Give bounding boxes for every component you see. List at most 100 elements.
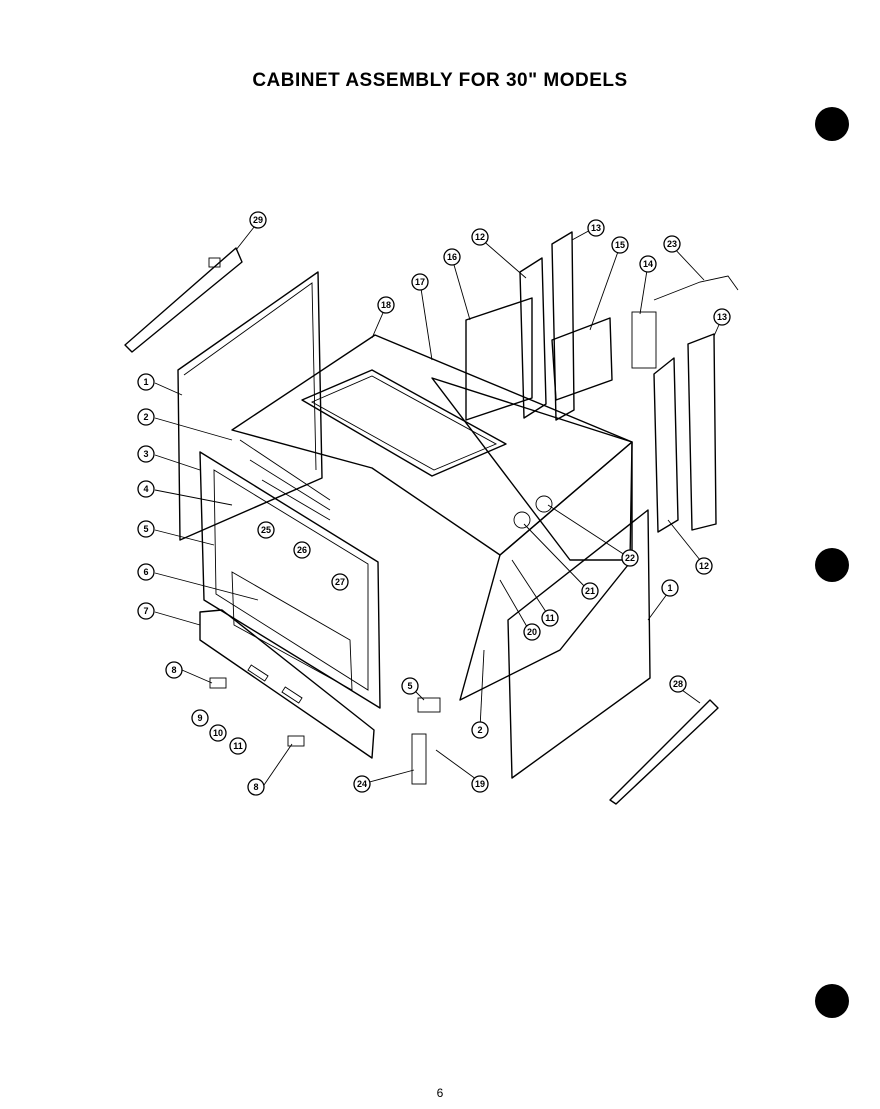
callout-circle	[377, 296, 395, 314]
callout-circle	[523, 623, 541, 641]
rear-channel-right	[653, 357, 679, 533]
callout-circle	[411, 273, 429, 291]
callout-label: 29	[253, 215, 263, 225]
callout-label: 8	[253, 782, 258, 792]
callout-label: 5	[407, 681, 412, 691]
callout-1: 1	[661, 579, 679, 597]
callout-label: 1	[143, 377, 148, 387]
callout-label: 2	[477, 725, 482, 735]
callout-13: 13	[587, 219, 605, 237]
punch-hole-top	[815, 107, 849, 141]
oven-door-opening	[213, 469, 369, 691]
callout-circle	[293, 541, 311, 559]
callout-22: 22	[621, 549, 639, 567]
callout-label: 5	[143, 524, 148, 534]
callout-29: 29	[249, 211, 267, 229]
callout-label: 25	[261, 525, 271, 535]
right-side-panel	[507, 509, 651, 779]
callout-balloons: 1234567891011852112112021221924252627291…	[137, 211, 731, 796]
front-frame	[199, 451, 381, 709]
callout-28: 28	[669, 675, 687, 693]
callout-label: 8	[171, 665, 176, 675]
callout-18: 18	[377, 296, 395, 314]
callout-label: 12	[475, 232, 485, 242]
callout-19: 19	[471, 775, 489, 793]
callout-27: 27	[331, 573, 349, 591]
callout-label: 27	[335, 577, 345, 587]
callout-circle	[663, 235, 681, 253]
door-rack	[231, 571, 353, 691]
callout-label: 13	[591, 223, 601, 233]
callout-circle	[695, 557, 713, 575]
callout-circle	[639, 255, 657, 273]
punch-hole-bottom	[815, 984, 849, 1018]
callout-1: 1	[137, 373, 155, 391]
callout-circle	[191, 709, 209, 727]
callout-circle	[249, 211, 267, 229]
callout-circle	[247, 778, 265, 796]
callout-label: 24	[357, 779, 367, 789]
cabinet-right-side	[459, 441, 633, 701]
callout-circle	[581, 582, 599, 600]
callout-5: 5	[401, 677, 419, 695]
callout-9: 9	[191, 709, 209, 727]
callout-label: 22	[625, 553, 635, 563]
callout-label: 18	[381, 300, 391, 310]
callout-2: 2	[137, 408, 155, 426]
callout-label: 14	[643, 259, 653, 269]
punch-hole-middle	[815, 548, 849, 582]
kick-panel	[199, 609, 375, 759]
callout-label: 1	[667, 583, 672, 593]
callout-label: 3	[143, 449, 148, 459]
callout-label: 17	[415, 277, 425, 287]
callout-label: 10	[213, 728, 223, 738]
callout-circle	[331, 573, 349, 591]
callout-label: 19	[475, 779, 485, 789]
callout-label: 11	[545, 613, 555, 623]
callout-label: 26	[297, 545, 307, 555]
callout-circle	[401, 677, 419, 695]
leader-lines	[154, 221, 723, 786]
oven-window-cutout	[301, 369, 507, 477]
callout-circle	[353, 775, 371, 793]
bottom-trim-strip	[609, 699, 719, 805]
vent-assembly	[551, 317, 613, 401]
callout-label: 28	[673, 679, 683, 689]
callout-label: 7	[143, 606, 148, 616]
rear-channel-left	[519, 257, 547, 419]
callout-12: 12	[471, 228, 489, 246]
callout-circle	[165, 661, 183, 679]
callout-10: 10	[209, 724, 227, 742]
callout-circle	[587, 219, 605, 237]
callout-label: 4	[143, 484, 148, 494]
callout-label: 23	[667, 239, 677, 249]
callout-5: 5	[137, 520, 155, 538]
callout-circle	[541, 609, 559, 627]
callout-label: 9	[197, 713, 202, 723]
callout-label: 13	[717, 312, 727, 322]
callout-12: 12	[695, 557, 713, 575]
callout-circle	[661, 579, 679, 597]
callout-20: 20	[523, 623, 541, 641]
callout-circle	[669, 675, 687, 693]
callout-14: 14	[639, 255, 657, 273]
callout-11: 11	[541, 609, 559, 627]
callout-circle	[471, 721, 489, 739]
rear-bracket-right	[687, 333, 717, 531]
callout-label: 12	[699, 561, 709, 571]
callout-6: 6	[137, 563, 155, 581]
callout-label: 15	[615, 240, 625, 250]
callout-label: 2	[143, 412, 148, 422]
callout-circle	[713, 308, 731, 326]
callout-17: 17	[411, 273, 429, 291]
callout-circle	[471, 775, 489, 793]
callout-circle	[137, 480, 155, 498]
callout-label: 16	[447, 252, 457, 262]
callout-circle	[137, 602, 155, 620]
callout-11: 11	[229, 737, 247, 755]
left-side-panel	[177, 271, 323, 541]
callout-label: 6	[143, 567, 148, 577]
page-number: 6	[436, 1086, 444, 1100]
page-title: CABINET ASSEMBLY FOR 30" MODELS	[252, 70, 628, 91]
